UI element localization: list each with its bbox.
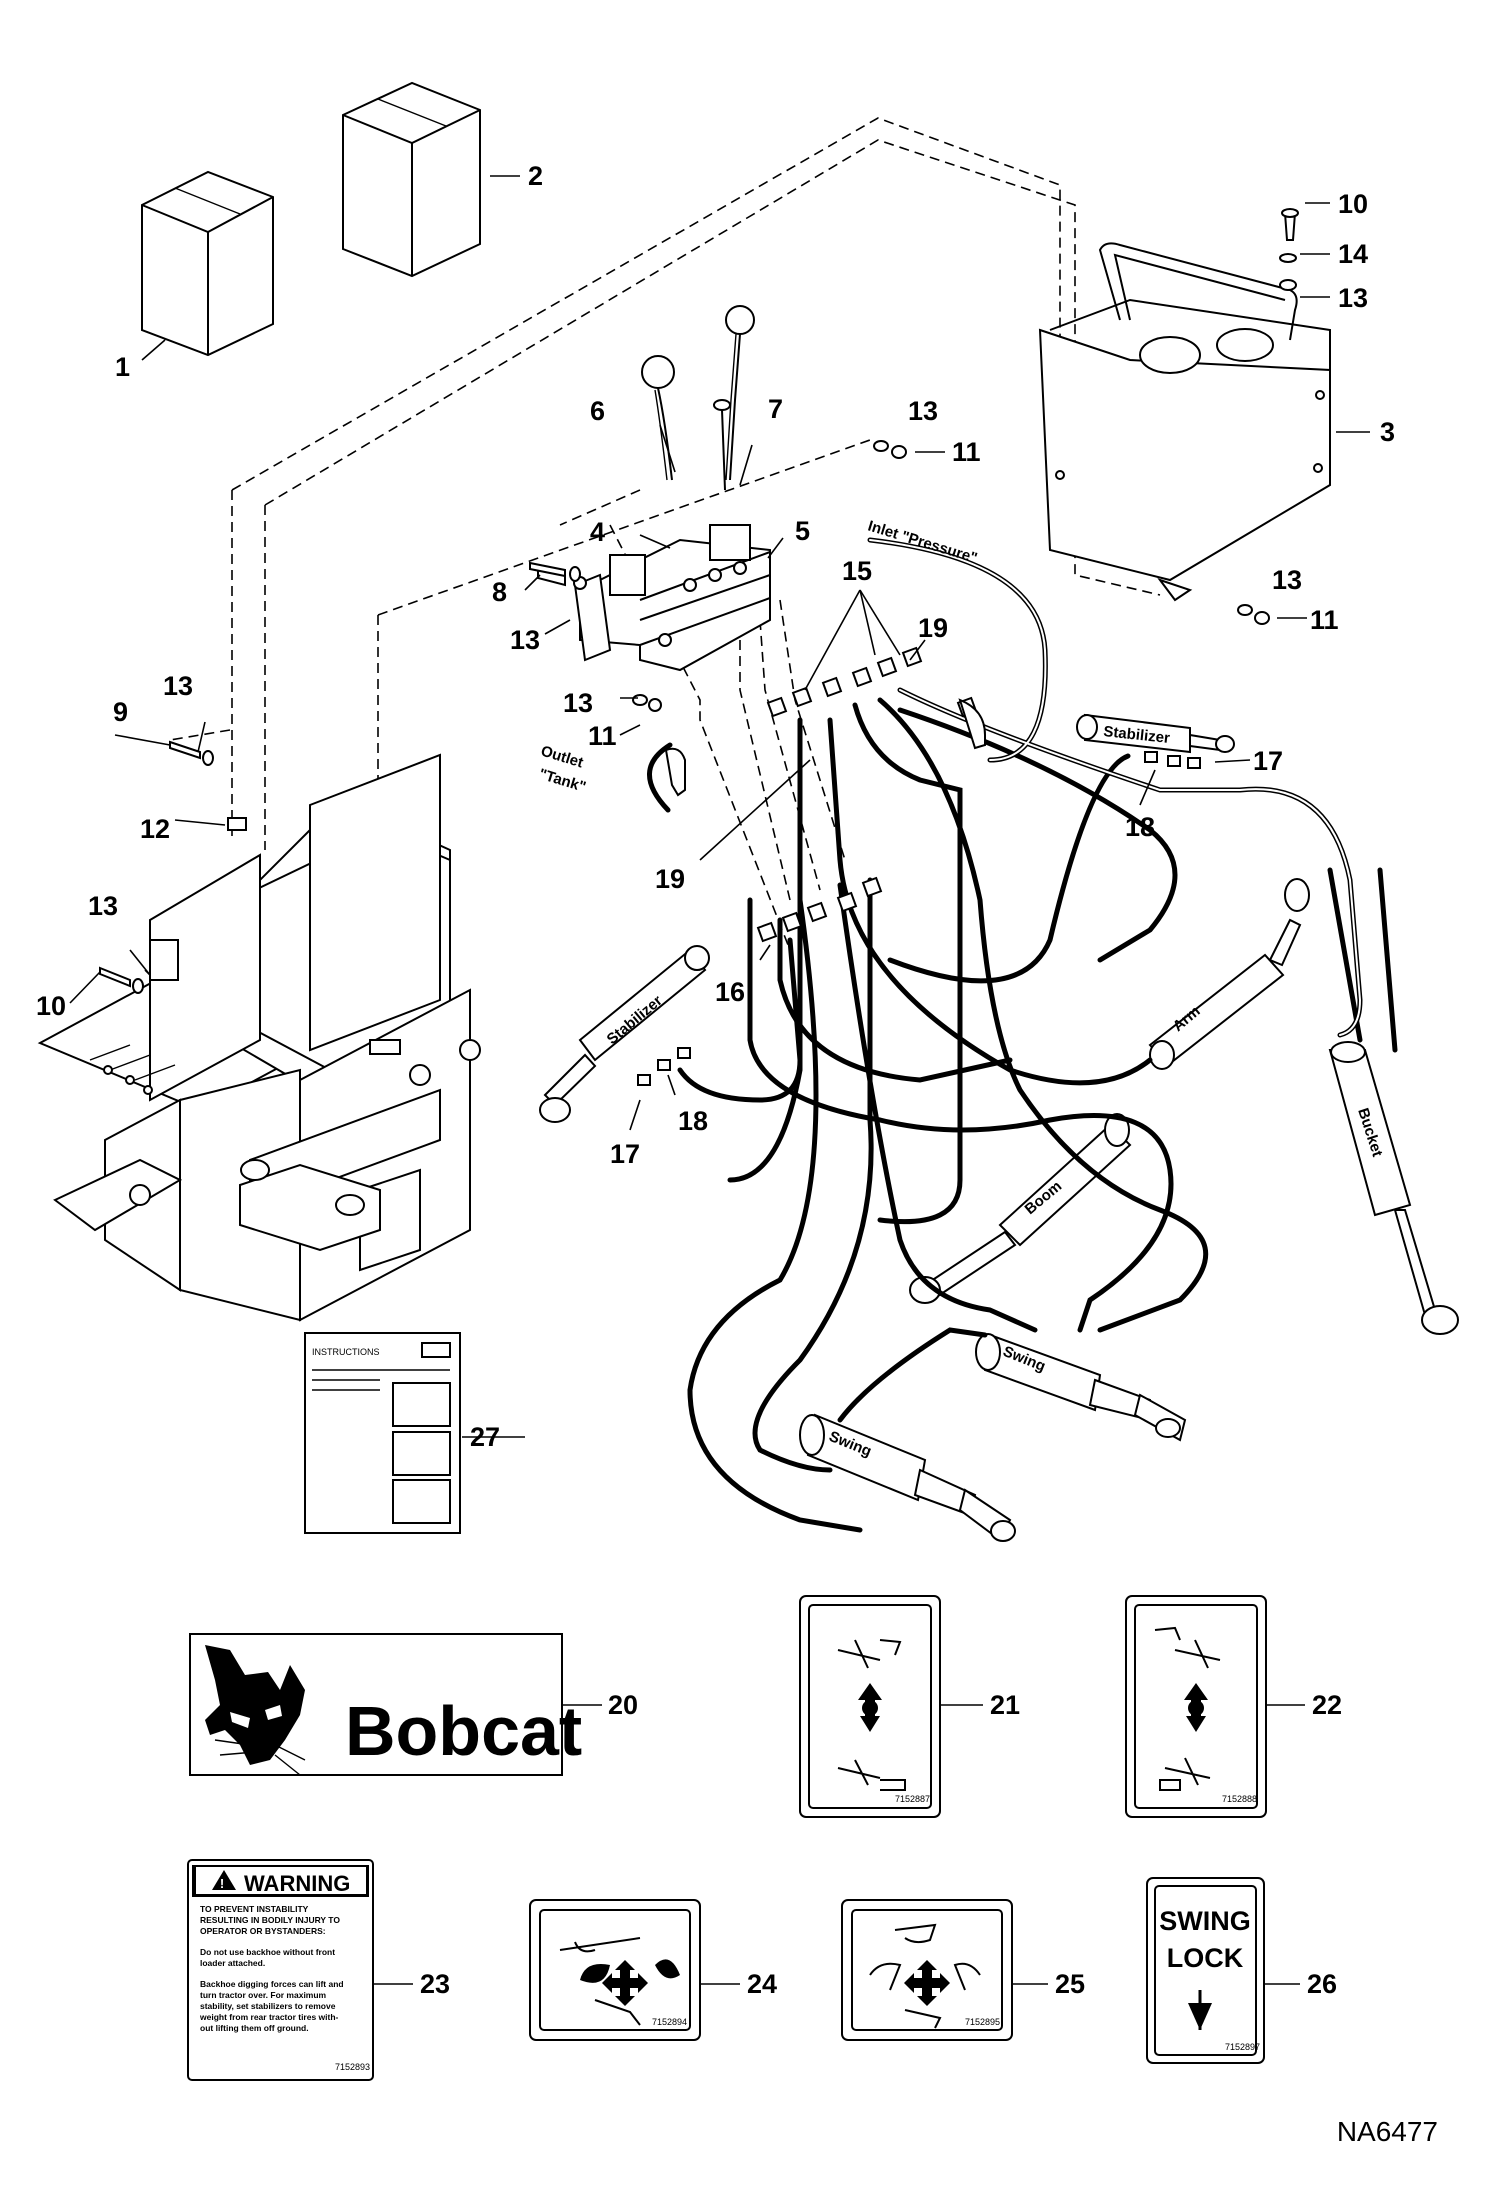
box-part-2	[342, 81, 481, 278]
callout-13-e: 13	[563, 688, 593, 718]
leader-lines	[69, 175, 1370, 1985]
callout-15: 15	[842, 556, 872, 586]
stabilizer-cylinder-left: Stabilizer	[539, 945, 710, 1123]
callout-11-right: 11	[1310, 605, 1339, 635]
operator-guard	[1038, 242, 1331, 602]
callout-24: 24	[747, 1969, 777, 1999]
svg-text:!: !	[220, 1876, 224, 1891]
callout-25: 25	[1055, 1969, 1085, 1999]
callout-13-c: 13	[1272, 565, 1302, 595]
callout-11-mid: 11	[588, 721, 617, 751]
warning-line-5: loader attached.	[200, 1958, 265, 1968]
callout-17-right: 17	[1253, 746, 1283, 776]
callout-27: 27	[470, 1422, 500, 1452]
control-decal-21: 7152887	[799, 1595, 941, 1818]
callout-13-a: 13	[908, 396, 938, 426]
callout-1: 1	[115, 352, 130, 382]
mounting-frame	[37, 753, 481, 1322]
decal-22-code: 7152888	[1222, 1794, 1257, 1804]
callout-9: 9	[113, 697, 128, 727]
warning-line-10: out lifting them off ground.	[200, 2023, 309, 2033]
callout-13-g: 13	[88, 891, 118, 921]
stabilizer-cylinder-right: Stabilizer	[1076, 713, 1235, 769]
stabilizer-label-right: Stabilizer	[1103, 723, 1171, 747]
callout-7: 7	[768, 394, 783, 424]
control-decal-22: 7152888	[1125, 1595, 1267, 1818]
decal-21-code: 7152887	[895, 1794, 930, 1804]
callout-2: 2	[528, 161, 543, 191]
hydraulic-hoses	[647, 537, 1398, 1533]
swing-lock-line-1: SWING	[1159, 1906, 1251, 1936]
boom-cylinder: Boom	[909, 1113, 1132, 1304]
drawing-id: NA6477	[1337, 2116, 1438, 2147]
warning-line-4: Do not use backhoe without front	[200, 1947, 335, 1957]
warning-line-3: OPERATOR OR BYSTANDERS:	[200, 1926, 326, 1936]
callout-14: 14	[1338, 239, 1368, 269]
callout-17-left: 17	[610, 1139, 640, 1169]
bobcat-decal: Bobcat	[189, 1633, 582, 1776]
callout-20: 20	[608, 1690, 638, 1720]
callout-6: 6	[590, 396, 605, 426]
instructions-manual: INSTRUCTIONS	[304, 1332, 461, 1534]
fittings-cluster	[756, 646, 978, 943]
callout-13-b: 13	[1338, 283, 1368, 313]
callout-10-left: 10	[36, 991, 66, 1021]
callout-5: 5	[795, 516, 810, 546]
callout-18-left: 18	[678, 1106, 708, 1136]
callout-26: 26	[1307, 1969, 1337, 1999]
warning-line-7: turn tractor over. For maximum	[200, 1990, 327, 2000]
control-valve	[537, 305, 771, 672]
control-decal-24: 7152894	[529, 1899, 701, 2041]
swing-cylinder-lower: Swing	[799, 1413, 1016, 1542]
box-part-1	[141, 170, 274, 357]
swing-cylinder-upper: Swing	[975, 1333, 1187, 1442]
swing-lock-code: 7152897	[1225, 2042, 1260, 2052]
callout-16: 16	[715, 977, 745, 1007]
callout-12: 12	[140, 814, 170, 844]
callout-3: 3	[1380, 417, 1395, 447]
callout-4: 4	[590, 517, 605, 547]
arm-cylinder: Arm	[1148, 878, 1310, 1070]
instructions-title: INSTRUCTIONS	[312, 1347, 380, 1357]
callout-22: 22	[1312, 1690, 1342, 1720]
callout-13-d: 13	[510, 625, 540, 655]
swing-lock-decal: SWING LOCK 7152897	[1146, 1877, 1265, 2064]
callout-11-top: 11	[952, 437, 981, 467]
callout-19-bottom: 19	[655, 864, 685, 894]
callout-10-top: 10	[1338, 189, 1368, 219]
callout-23: 23	[420, 1969, 450, 1999]
bobcat-logo	[205, 1645, 306, 1776]
callout-21: 21	[990, 1690, 1020, 1720]
callout-8: 8	[492, 577, 507, 607]
warning-line-2: RESULTING IN BODILY INJURY TO	[200, 1915, 340, 1925]
warning-heading: WARNING	[244, 1871, 350, 1896]
bobcat-brand: Bobcat	[345, 1692, 582, 1770]
bucket-cylinder: Bucket	[1328, 1041, 1459, 1335]
warning-line-8: stability, set stabilizers to remove	[200, 2001, 336, 2011]
callout-19-top: 19	[918, 613, 948, 643]
decal-24-code: 7152894	[652, 2017, 687, 2027]
warning-line-1: TO PREVENT INSTABILITY	[200, 1904, 309, 1914]
decal-25-code: 7152895	[965, 2017, 1000, 2027]
warning-code: 7152893	[335, 2062, 370, 2072]
callout-numbers: 1 2 3 4 5 6 7 8 9 10 10 11 11 11 12 13 1…	[36, 161, 1395, 1999]
control-decal-25: 7152895	[841, 1899, 1013, 2041]
callout-18-right: 18	[1125, 812, 1155, 842]
swing-lock-line-2: LOCK	[1167, 1943, 1244, 1973]
warning-line-9: weight from rear tractor tires with-	[199, 2012, 339, 2022]
warning-decal: ! WARNING TO PREVENT INSTABILITY RESULTI…	[187, 1859, 374, 2081]
callout-13-f: 13	[163, 671, 193, 701]
warning-line-6: Backhoe digging forces can lift and	[200, 1979, 344, 1989]
